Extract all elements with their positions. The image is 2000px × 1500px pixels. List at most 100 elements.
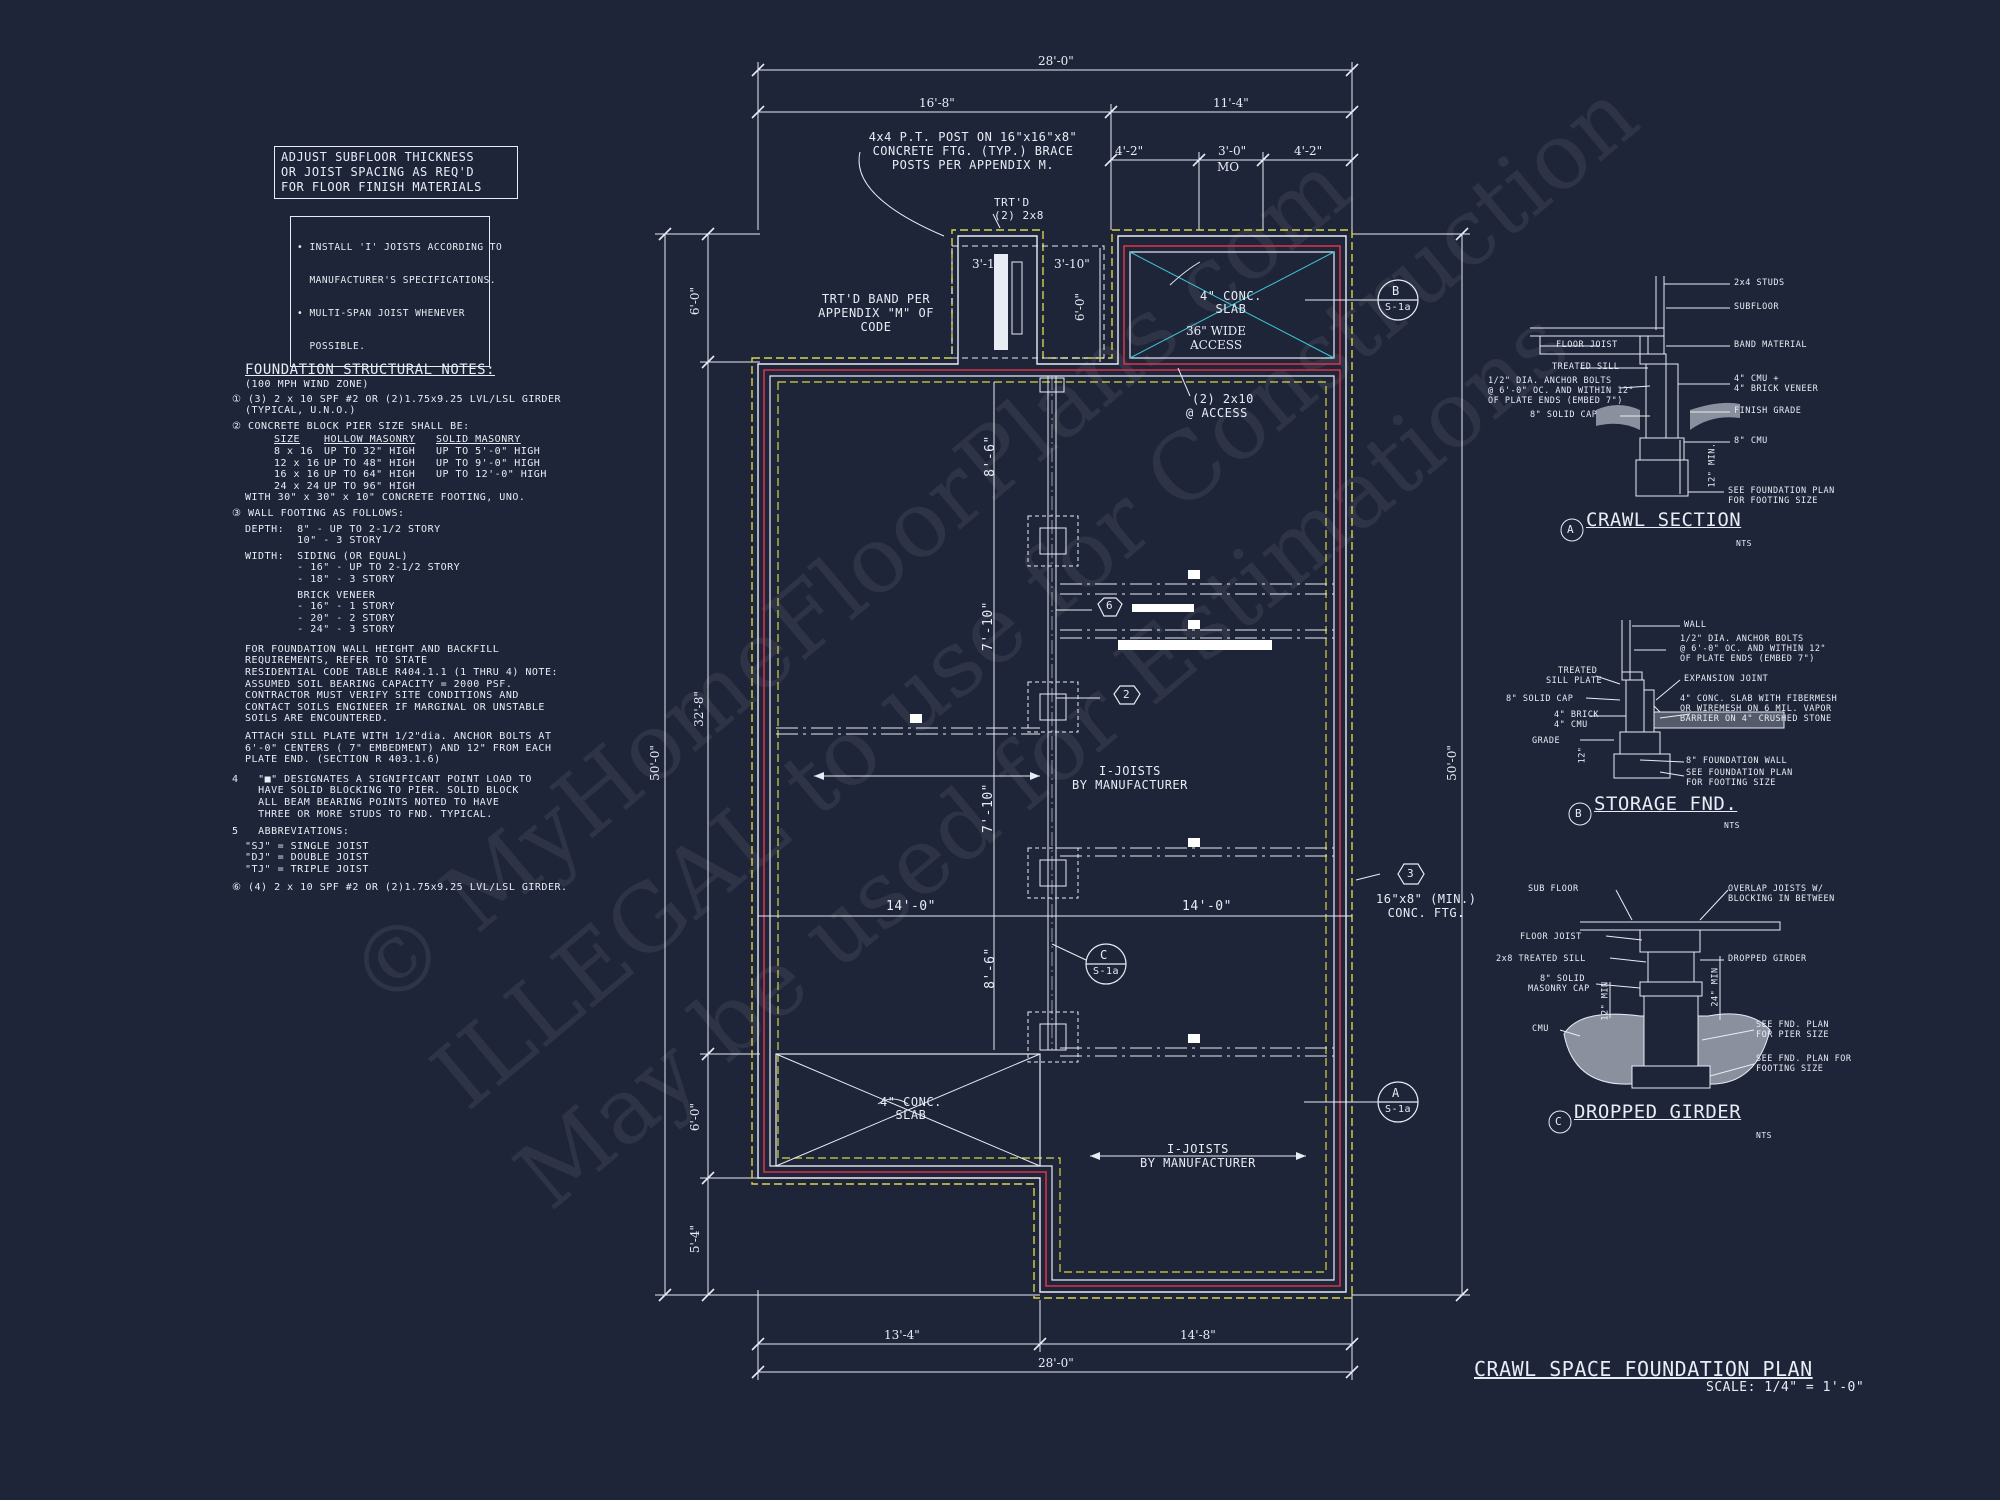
callout-line: CODE xyxy=(860,320,892,334)
note-number: ② xyxy=(232,420,242,432)
pier-cell: UP TO 48" HIGH xyxy=(324,457,416,469)
pier-cell: UP TO 32" HIGH xyxy=(324,445,416,457)
width-1: WIDTH: SIDING (OR EQUAL) xyxy=(245,550,409,562)
subfloor-note-box: ADJUST SUBFLOOR THICKNESS OR JOIST SPACI… xyxy=(274,146,518,199)
pier-cell: UP TO 64" HIGH xyxy=(324,469,416,481)
detail-label: OF PLATE ENDS (EMBED 7") xyxy=(1680,654,1815,664)
callout-line: CONCRETE FTG. (TYP.) BRACE xyxy=(872,144,1074,158)
detail-label: 8" CMU xyxy=(1734,436,1768,446)
detail-label: @ 6'-0" OC. AND WITHIN 12" xyxy=(1488,386,1635,396)
detail-label: 1/2" DIA. ANCHOR BOLTS xyxy=(1488,376,1612,386)
dim-bot-right: 14'-8" xyxy=(1180,1328,1216,1342)
detail-label: FOR FOOTING SIZE xyxy=(1728,496,1818,506)
structural-notes: FOUNDATION STRUCTURAL NOTES: (100 MPH WI… xyxy=(232,362,567,893)
girder-c xyxy=(1647,951,1695,983)
detail-label: 4" CONC. SLAB WITH FIBERMESH xyxy=(1680,694,1838,704)
pier-header: SOLID MASONRY xyxy=(436,434,521,446)
detail-a-nts: NTS xyxy=(1736,539,1752,548)
footing-a xyxy=(1635,459,1689,497)
detail-c-letter: C xyxy=(1555,1115,1563,1128)
note-3: WALL FOOTING AS FOLLOWS: xyxy=(248,507,405,519)
tag-a-letter: A xyxy=(1392,1086,1400,1100)
callout-line: 4x4 P.T. POST ON 16"x16"x8" xyxy=(868,130,1078,144)
pier-table: SIZE HOLLOW MASONRY SOLID MASONRY 8 x 16… xyxy=(274,434,546,492)
detail-label: 4" BRICK xyxy=(1554,710,1599,720)
para1-line: ASSUMED SOIL BEARING CAPACITY = 2000 PSF… xyxy=(245,678,513,690)
detail-a-title: CRAWL SECTION xyxy=(1586,509,1742,531)
note4-line: THREE OR MORE STUDS TO FND. TYPICAL. xyxy=(232,808,493,820)
dim-bot-total: 28'-0" xyxy=(1038,1356,1074,1370)
pier-cell: UP TO 12'-0" HIGH xyxy=(436,469,547,481)
detail-label: MASONRY CAP xyxy=(1528,984,1590,994)
note-line: ADJUST SUBFLOOR THICKNESS xyxy=(281,150,475,164)
cmu-8 xyxy=(1639,437,1685,461)
detail-label: GRADE xyxy=(1532,736,1561,746)
pier-footing xyxy=(1027,1011,1079,1063)
callout-line: BY MANUFACTURER xyxy=(1140,1156,1256,1170)
detail-label: 8" SOLID xyxy=(1540,974,1585,984)
subfloor-c xyxy=(1580,921,1781,931)
detail-label: OVERLAP JOISTS W/ xyxy=(1728,884,1824,894)
pier-top xyxy=(1039,377,1065,393)
detail-c-title: DROPPED GIRDER xyxy=(1574,1101,1742,1123)
tag-6-hex xyxy=(1097,597,1123,617)
slab-box-top xyxy=(1129,251,1335,359)
detail-c-nts: NTS xyxy=(1756,1131,1772,1140)
dim-porch-a: 4'-2" xyxy=(1115,144,1144,158)
callout-line: (2) 2x10 xyxy=(1192,392,1254,406)
floor-joist xyxy=(1539,335,1665,355)
dim-span-left: 14'-0" xyxy=(886,899,936,914)
detail-label: SUB FLOOR xyxy=(1528,884,1579,894)
stoop-box xyxy=(951,245,1105,359)
dim-span-right: 14'-0" xyxy=(1182,899,1232,914)
note-6: (4) 2 x 10 SPF #2 OR (2)1.75x9.25 LVL/LS… xyxy=(248,881,568,893)
detail-label: SEE FOUNDATION PLAN xyxy=(1728,486,1835,496)
detail-label: FINISH GRADE xyxy=(1734,406,1802,416)
callout-line: POSTS PER APPENDIX M. xyxy=(891,158,1055,172)
detail-label: SEE FOUNDATION PLAN xyxy=(1686,768,1793,778)
pier xyxy=(1039,693,1067,721)
note-number: ① xyxy=(232,393,242,405)
callout-line: BY MANUFACTURER xyxy=(1072,778,1188,792)
dim-top-right: 11'-4" xyxy=(1213,96,1249,110)
joist-note-box: • INSTALL 'I' JOISTS ACCORDING TO MANUFA… xyxy=(290,216,502,367)
detail-label: SEE FND. PLAN xyxy=(1756,1020,1830,1030)
cmu-b xyxy=(1625,679,1645,733)
tag-2: 2 xyxy=(1123,688,1131,701)
note-line: FOR FLOOR FINISH MATERIALS xyxy=(281,180,482,194)
brick-1: BRICK VENEER xyxy=(245,589,376,601)
brick-2: - 16" - 1 STORY xyxy=(245,601,395,613)
pier-cell: 24 x 24 xyxy=(274,480,320,492)
detail-b-title: STORAGE FND. xyxy=(1594,793,1738,815)
pier-cell: UP TO 5'-0" HIGH xyxy=(436,445,541,457)
pier-cell: UP TO 96" HIGH xyxy=(324,480,416,492)
tag-c-sheet: S-1a xyxy=(1093,966,1120,977)
access-joist-label: (2) 2x10 @ ACCESS xyxy=(1186,392,1254,420)
tag-6: 6 xyxy=(1106,599,1114,612)
detail-label: 12" MIN. xyxy=(1707,442,1718,488)
tag-c-letter: C xyxy=(1100,948,1108,962)
callout-line: @ ACCESS xyxy=(1186,406,1248,420)
detail-label: FOR FOOTING SIZE xyxy=(1686,778,1776,788)
tag-3: 3 xyxy=(1407,867,1415,880)
callout-line: 16"x8" (MIN.) xyxy=(1376,892,1477,906)
depth-2: 10" - 3 STORY xyxy=(245,535,382,547)
subfloor xyxy=(1530,327,1665,337)
callout-line: (2) 2x8 xyxy=(994,209,1044,222)
stair-block xyxy=(994,254,1008,350)
callout-line: APPENDIX "M" OF xyxy=(818,306,934,320)
callout-line: 4" CONC. xyxy=(1200,289,1262,303)
plan-title: CRAWL SPACE FOUNDATION PLAN xyxy=(1474,1357,1813,1381)
ftg-label: 16"x8" (MIN.) CONC. FTG. xyxy=(1376,892,1476,920)
note-number: ⑥ xyxy=(232,881,242,893)
note-2: CONCRETE BLOCK PIER SIZE SHALL BE: xyxy=(248,420,470,432)
access-label: 36" WIDE ACCESS xyxy=(1186,324,1246,352)
pier-footing xyxy=(1027,681,1079,733)
brick-veneer xyxy=(1665,363,1679,439)
detail-label: 2x4 STUDS xyxy=(1734,278,1785,288)
tag-2-hex xyxy=(1113,685,1141,705)
stud-wall xyxy=(1655,276,1665,330)
dim-top-total: 28'-0" xyxy=(1038,54,1074,68)
